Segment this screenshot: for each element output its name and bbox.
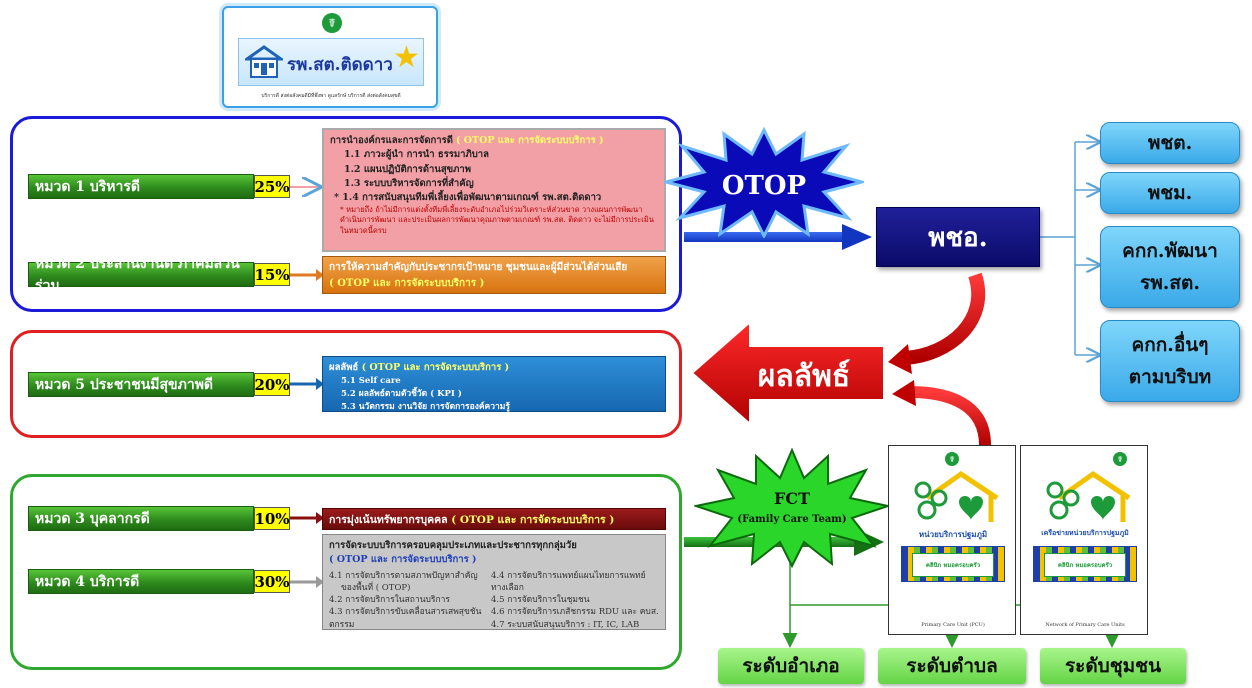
logo-inner-panel: รพ.สต.ติดดาว ★: [238, 38, 424, 86]
fct-starburst: FCT (Family Care Team): [694, 448, 890, 568]
box4-right-4: 4.7 ระบบสนับสนุนบริการ : IT, IC, LAB: [491, 619, 640, 630]
box4-left-2: ของพื้นที่ ( OTOP): [341, 582, 411, 593]
management-detail-box: การนำองค์กรและการจัดการดี ( OTOP และ การ…: [322, 128, 666, 252]
pchom-box: พชม.: [1100, 172, 1240, 214]
category-5-percent: 20%: [254, 373, 290, 396]
pcu-network-card: ☤ เครือข่ายหน่วยบริการปฐมภูมิ คลินิก หมอ…: [1020, 445, 1148, 635]
box1-item-3: 1.3 ระบบบริหารจัดการที่สำคัญ: [344, 177, 474, 189]
category-1-label: หมวด 1 บริหารดี: [28, 174, 254, 199]
moph-emblem-icon: ☤: [1113, 452, 1127, 466]
box4-left-4: 4.3 การจัดบริการขับเคลื่อนสารเสพสุขชันตก…: [329, 607, 482, 630]
pchot-label: พชต.: [1147, 131, 1193, 154]
pcu-card-2-top: เครือข่ายหน่วยบริการปฐมภูมิ: [1041, 528, 1129, 537]
group-green-services: [10, 474, 682, 670]
health-center-building-icon: [242, 45, 286, 79]
category-3-label: หมวด 3 บุคลากรดี: [28, 506, 254, 531]
box4-title: การจัดระบบบริการครอบคลุมประเภทและประชากร…: [329, 540, 577, 551]
star-health-logo: ☤ รพ.สต.ติดดาว ★ บริการดี ส่งต่อสังคมดีม…: [222, 6, 438, 108]
box1-item-4: * 1.4 การสนับสนุนทีมพี่เลี้ยงเพื่อพัฒนาต…: [334, 192, 602, 203]
committee-hospital-line-1: คกก.พัฒนา: [1122, 239, 1218, 262]
committee-other-line-1: คกก.อื่นๆ: [1131, 333, 1209, 356]
phcho-bracket-lines: [1040, 142, 1098, 355]
committee-other-line-2: ตามบริบท: [1128, 366, 1212, 388]
pcu-card-2-caption: Network of Primary Care Units: [1045, 622, 1125, 628]
pchot-box: พชต.: [1100, 122, 1240, 164]
pchom-label: พชม.: [1147, 181, 1193, 204]
box1-title-highlight: ( OTOP และ การจัดระบบบริการ ): [455, 135, 604, 146]
box5-title: ผลลัพธ์: [329, 362, 359, 373]
moph-emblem-icon: ☤: [322, 13, 342, 33]
fct-label: FCT: [774, 489, 810, 508]
category-2-label: หมวด 2 ประสานงานดี ภาคีมีส่วนร่วม: [28, 256, 254, 294]
hr-detail-box: การมุ่งเน้นทรัพยากรบุคคล ( OTOP และ การจ…: [322, 508, 666, 530]
pcu-card-1-mid: คลินิก หมอครอบครัว: [912, 553, 994, 577]
box4-right-2: 4.5 การจัดบริการในชุมชน: [491, 595, 590, 606]
box1-item-2: 1.2 แผนปฏิบัติการด้านสุขภาพ: [344, 163, 471, 175]
family-house-icon: [1046, 470, 1131, 522]
phcho-box: พชอ.: [876, 207, 1040, 267]
box4-left-1: 4.1 การจัดบริการตามสภาพปัญหาสำคัญ: [329, 570, 478, 581]
box4-right-1: 4.4 การจัดบริการแพทย์แผนไทยการแพทย์ทางเล…: [491, 570, 646, 593]
pcu-card-2-mid: คลินิก หมอครอบครัว: [1044, 553, 1126, 577]
otop-starburst: OTOP: [664, 126, 864, 238]
stakeholder-detail-box: การให้ความสำคัญกับประชากรเป้าหมาย ชุมชนแ…: [322, 256, 666, 294]
box5-item-3: 5.3 นวัตกรรม งานวิจัย การจัดการองค์ความร…: [341, 401, 510, 412]
gold-star-icon: ★: [393, 40, 420, 75]
clinic-banner: คลินิก หมอครอบครัว: [1033, 546, 1137, 582]
category-2-percent: 15%: [254, 263, 290, 286]
family-house-icon: [914, 470, 999, 522]
level-subdistrict: ระดับตำบล: [878, 648, 1026, 684]
service-detail-box: การจัดระบบบริการครอบคลุมประเภทและประชากร…: [322, 534, 666, 630]
otop-label: OTOP: [722, 171, 806, 201]
committee-hospital-line-2: รพ.สต.: [1140, 272, 1200, 294]
box1-title: การนำองค์กรและการจัดการดี: [330, 135, 453, 146]
clinic-banner: คลินิก หมอครอบครัว: [901, 546, 1005, 582]
category-4-label: หมวด 4 บริการดี: [28, 569, 254, 594]
moph-emblem-icon: ☤: [945, 452, 959, 466]
box5-item-1: 5.1 Self care: [341, 376, 401, 387]
category-3-percent: 10%: [254, 507, 290, 530]
level-subdistrict-label: ระดับตำบล: [906, 655, 998, 677]
box4-right-3: 4.6 การจัดบริการเภสัชกรรม RDU และ คบส.: [491, 607, 659, 618]
group-red-results: [10, 330, 682, 438]
pcu-card: ☤ หน่วยบริการปฐมภูมิ คลินิก หมอครอบครัว …: [888, 445, 1016, 635]
category-5-label: หมวด 5 ประชาชนมีสุขภาพดี: [28, 372, 254, 397]
result-big-arrow: ผลลัพธ์: [692, 320, 885, 426]
box1-item-1: 1.1 ภาวะผู้นำ การนำ ธรรมาภิบาล: [344, 149, 489, 161]
level-community-label: ระดับชุมชน: [1064, 655, 1162, 677]
box5-title-highlight: ( OTOP และ การจัดระบบบริการ ): [361, 362, 510, 373]
logo-title: รพ.สต.ติดดาว: [287, 55, 393, 75]
committee-hospital-box: คกก.พัฒนา รพ.สต.: [1100, 226, 1240, 308]
pcu-card-1-top: หน่วยบริการปฐมภูมิ: [918, 529, 988, 539]
category-4-percent: 30%: [254, 570, 290, 593]
level-district-label: ระดับอำเภอ: [742, 655, 840, 677]
box3-highlight: ( OTOP และ การจัดระบบบริการ ): [451, 513, 615, 526]
box2-line-1: การให้ความสำคัญกับประชากรเป้าหมาย ชุมชนแ…: [329, 262, 628, 273]
box3-text: การมุ่งเน้นทรัพยากรบุคคล: [329, 513, 448, 526]
fct-subtitle: (Family Care Team): [737, 514, 846, 525]
committee-other-box: คกก.อื่นๆ ตามบริบท: [1100, 320, 1240, 402]
pcu-card-1-caption: Primary Care Unit (PCU): [921, 622, 985, 628]
level-district: ระดับอำเภอ: [718, 648, 864, 684]
box4-left-3: 4.2 การจัดบริการในสถานบริการ: [329, 595, 450, 606]
box4-title-highlight: ( OTOP และ การจัดระบบบริการ ): [329, 553, 477, 565]
results-detail-box: ผลลัพธ์ ( OTOP และ การจัดระบบบริการ ) 5.…: [322, 356, 666, 412]
logo-subtitle: บริการดี ส่งต่อสังคมดีมีที่พึ่งพา ดูแลรั…: [261, 93, 401, 99]
phcho-label: พชอ.: [928, 222, 988, 253]
group-blue-management: [10, 116, 682, 312]
result-label: ผลลัพธ์: [758, 359, 850, 394]
small-pink-arrows: [290, 187, 324, 588]
box1-footnote: * หมายถึง ถ้าไม่มีการแต่งตั้งทีมพี่เลี้ย…: [340, 205, 654, 235]
category-1-percent: 25%: [254, 175, 290, 198]
box5-item-2: 5.2 ผลลัพธ์ตามตัวชี้วัด ( KPI ): [341, 389, 462, 399]
level-community: ระดับชุมชน: [1040, 648, 1186, 684]
box2-line-2: ( OTOP และ การจัดระบบบริการ ): [329, 278, 485, 289]
curved-red-arrows: [888, 272, 991, 446]
